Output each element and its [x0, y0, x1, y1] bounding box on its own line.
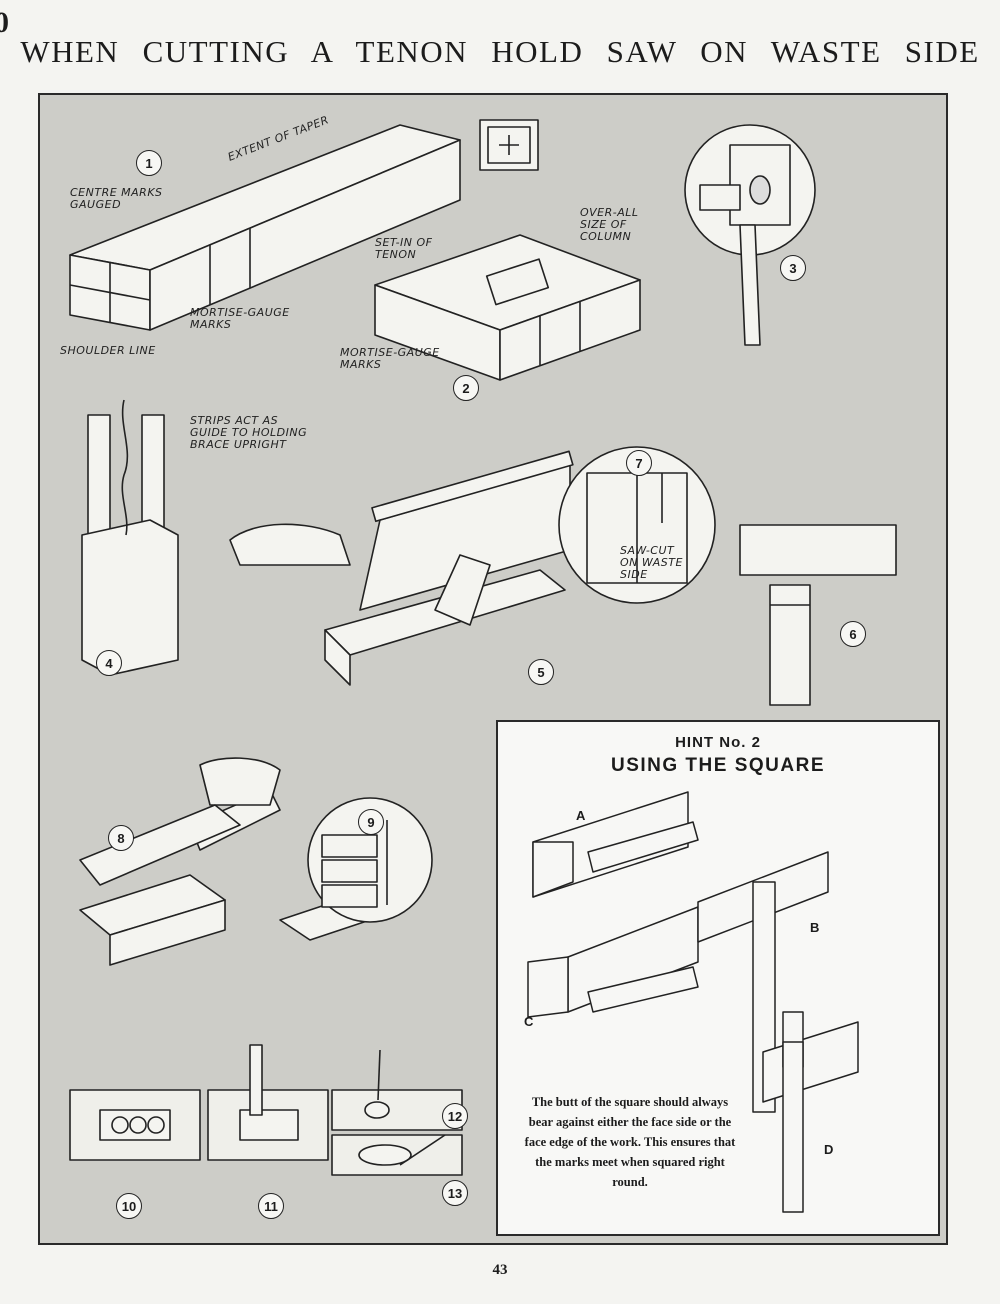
fig6-saw-drawing	[739, 524, 897, 706]
fig9-detail-drawing	[307, 797, 433, 923]
fig2-slab-drawing	[374, 234, 641, 381]
fig8-sawing-drawing	[79, 757, 371, 966]
fig2-mortise-gauge-label: MORTISE-GAUGE MARKS	[340, 346, 440, 371]
fig3-gauge-drawing	[684, 124, 816, 346]
strips-guide-label: STRIPS ACT AS GUIDE TO HOLDING BRACE UPR…	[190, 414, 308, 451]
figure-number-12: 12	[442, 1103, 468, 1129]
figure-number-1: 1	[136, 150, 162, 176]
hint-number: HINT No. 2	[675, 734, 761, 751]
hint-letter-c: C	[524, 1014, 534, 1029]
figure-number-8: 8	[108, 825, 134, 851]
fig1-mortise-gauge-label: MORTISE-GAUGE MARKS	[190, 306, 290, 331]
page-number: 43	[492, 1262, 508, 1278]
hint-body-text: The butt of the square should always bea…	[524, 1095, 736, 1189]
top-end-square-drawing	[479, 119, 539, 171]
figure-number-13: 13	[442, 1180, 468, 1206]
hint-box: HINT No. 2 USING THE SQUARE A B C D The …	[496, 720, 940, 1236]
figure-number-5: 5	[528, 659, 554, 685]
fig7-detail-drawing	[558, 446, 716, 604]
fig5-saw-drawing	[229, 450, 574, 686]
hint-title: USING THE SQUARE	[610, 755, 826, 776]
figure-number-3: 3	[780, 255, 806, 281]
hint-letter-a: A	[576, 808, 586, 823]
hint-letter-d: D	[824, 1142, 834, 1157]
shoulder-line-label: SHOULDER LINE	[60, 344, 156, 357]
hint-letter-b: B	[810, 920, 820, 935]
illustration-plate: EXTENT OF TAPER CENTRE MARKS GAUGED MORT…	[38, 93, 948, 1245]
figure-number-10: 10	[116, 1193, 142, 1219]
figure-number-7: 7	[626, 450, 652, 476]
figure-number-4: 4	[96, 650, 122, 676]
over-all-size-label: OVER-ALL SIZE OF COLUMN	[580, 206, 639, 243]
figure-number-9: 9	[358, 809, 384, 835]
plate-drawings	[69, 119, 897, 1176]
centre-marks-label: CENTRE MARKS GAUGED	[70, 186, 163, 211]
figure-number-6: 6	[840, 621, 866, 647]
corner-page-mark: 0	[0, 6, 9, 39]
fig1-timber-drawing	[69, 124, 461, 331]
figure-number-2: 2	[453, 375, 479, 401]
fig10-13-drawings	[69, 1044, 463, 1176]
hint-square-drawings	[527, 791, 859, 1213]
saw-cut-label: SAW-CUT ON WASTE SIDE	[620, 544, 683, 581]
set-in-tenon-label: SET-IN OF TENON	[375, 236, 433, 261]
fig4-post-drawing	[81, 399, 179, 676]
page-title: WHEN CUTTING A TENON HOLD SAW ON WASTE S…	[20, 34, 980, 69]
figure-number-11: 11	[258, 1193, 284, 1219]
